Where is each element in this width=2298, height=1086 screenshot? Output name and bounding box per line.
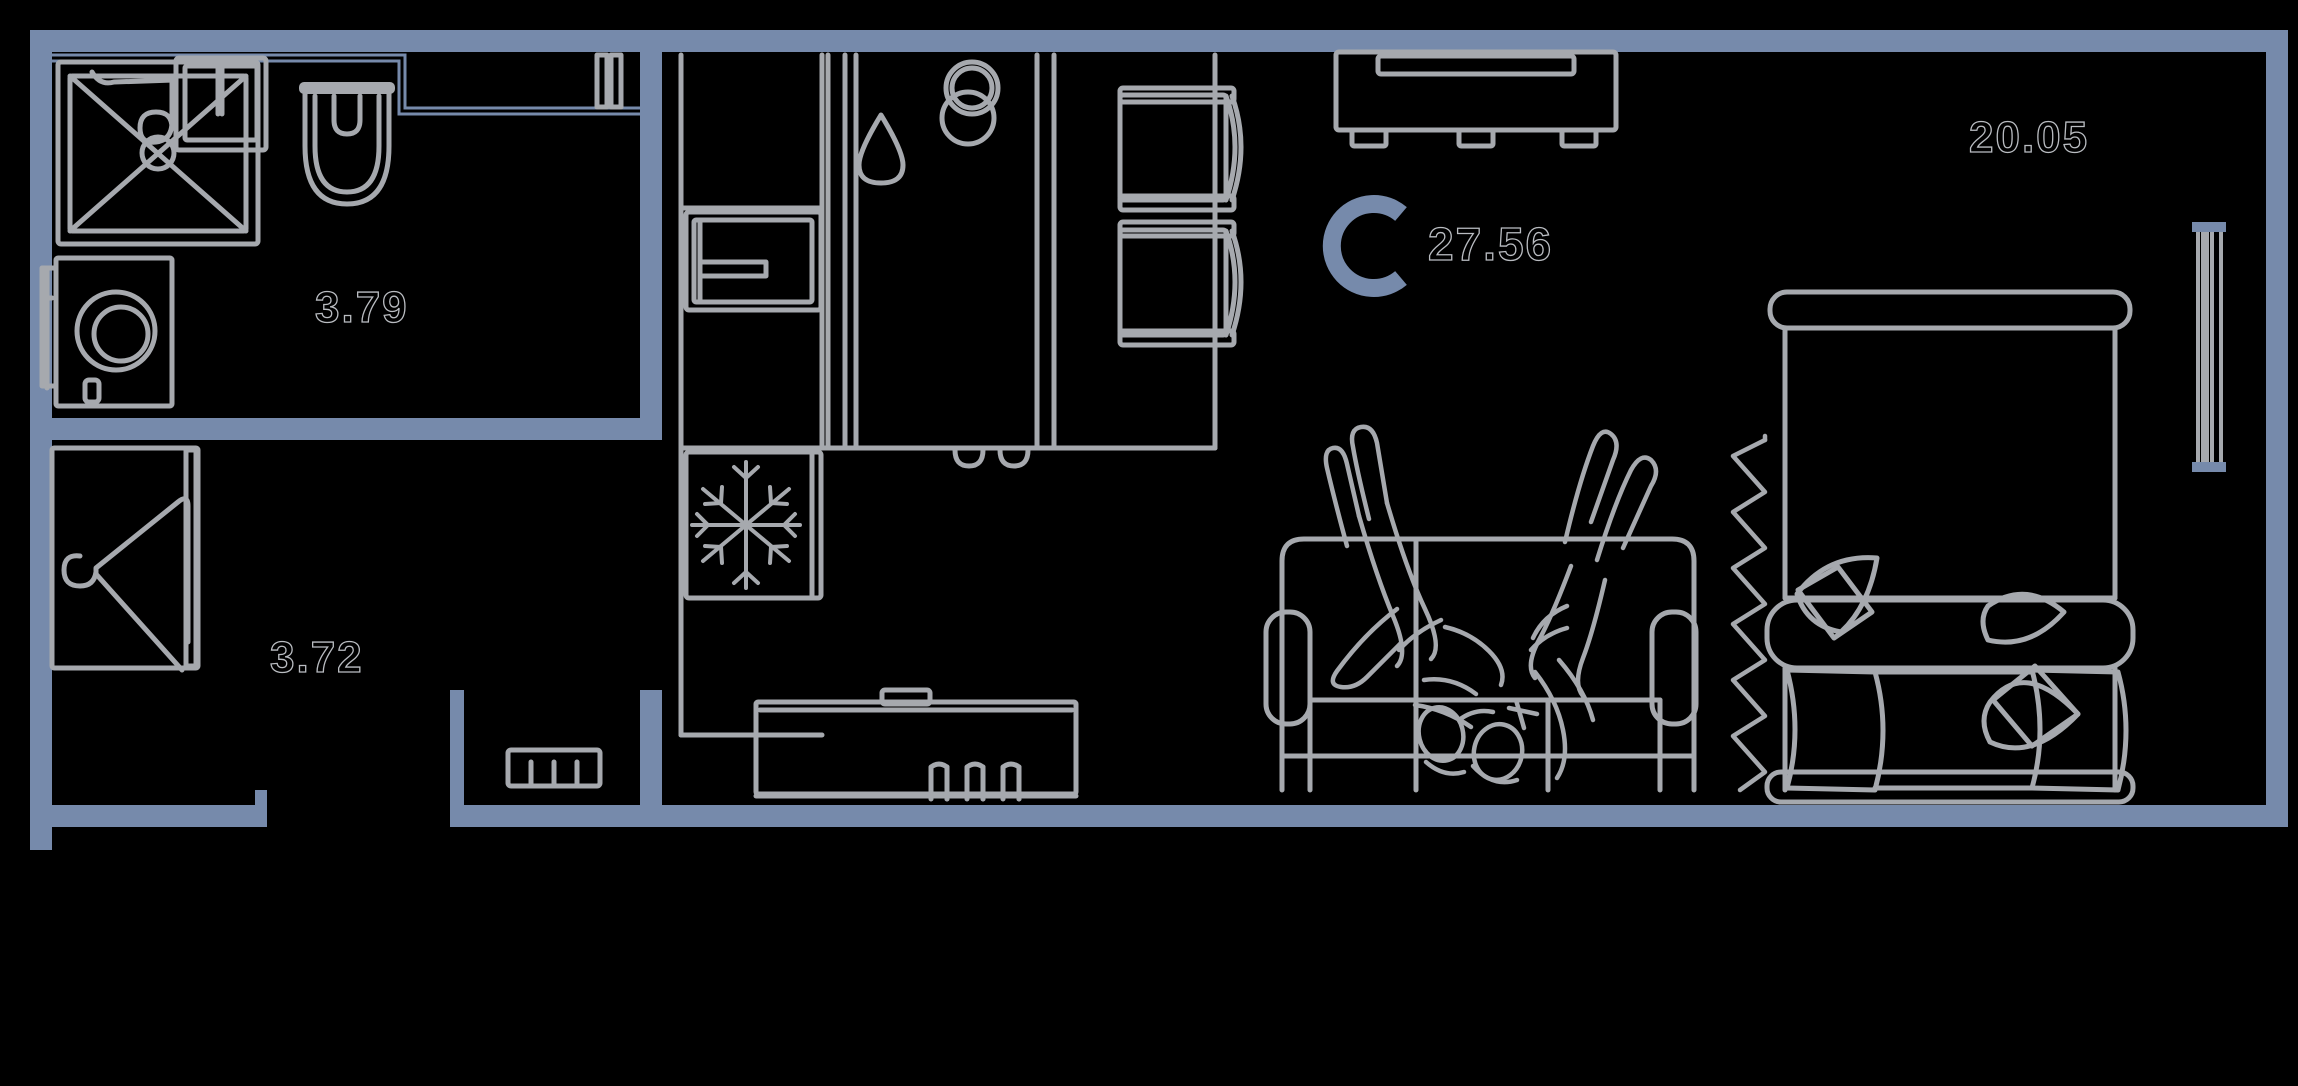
kitchen — [678, 52, 1244, 738]
area-label-living: 20.05 — [1968, 112, 2090, 162]
pipe-riser — [594, 52, 624, 110]
double-bed — [1764, 289, 2136, 805]
desk — [753, 687, 1079, 802]
tv-console — [1333, 49, 1619, 149]
oven — [683, 209, 824, 313]
area-label-total: 27.56 — [1427, 217, 1554, 270]
balcony-wall-stub — [2192, 222, 2226, 472]
snowflake-icon — [690, 460, 802, 590]
bathroom-fixtures — [39, 52, 624, 409]
hallway-fixtures — [49, 445, 603, 789]
shower-tray — [55, 59, 261, 247]
refrigerator — [683, 449, 824, 601]
cooktop — [853, 52, 1057, 469]
studio-c-icon — [1322, 195, 1407, 297]
washing-machine — [39, 255, 175, 409]
walls — [30, 30, 2288, 850]
balcony-glazing — [2196, 226, 2223, 468]
kitchen-counter — [678, 52, 1218, 738]
toilet — [299, 82, 395, 207]
sofa — [1263, 536, 1699, 793]
tall-cabinet — [1117, 85, 1244, 348]
area-label-bathroom: 3.79 — [314, 282, 409, 332]
area-label-hallway: 3.72 — [269, 632, 364, 682]
water-drop-icon — [856, 112, 906, 186]
washbasin — [173, 55, 269, 153]
curtain — [1730, 433, 1768, 793]
wardrobe — [49, 445, 201, 673]
kitchen-sink — [825, 52, 906, 451]
people-on-sofa — [1323, 424, 1659, 785]
shoe-rack — [505, 747, 603, 789]
